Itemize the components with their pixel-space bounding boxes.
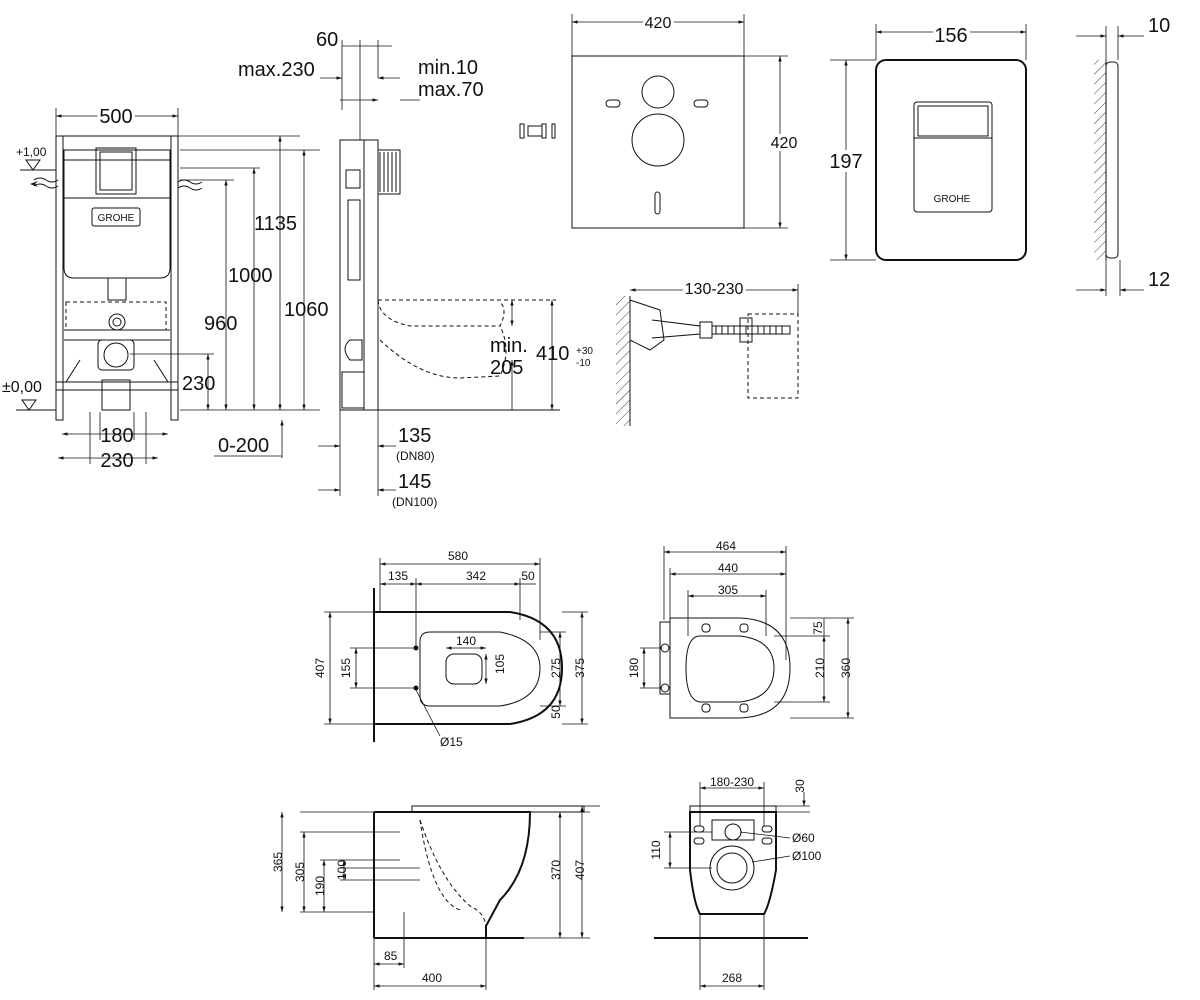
seat-75: 75 [811, 621, 825, 635]
dim-410-tol-up: +30 [576, 346, 593, 357]
plate-depth-top: 10 [1148, 15, 1170, 37]
dim-1000: 1000 [228, 265, 273, 287]
mat-height-halo: 420 [771, 135, 798, 152]
plate-logo: GROHE [934, 194, 971, 205]
dim-dn80: (DN80) [396, 449, 435, 463]
grohe-logo-text: GROHE [98, 213, 135, 224]
bowl-342: 342 [466, 569, 486, 583]
insulation-mat: 420 420 420 420 [519, 12, 800, 229]
bowl-back-30: 30 [793, 779, 807, 793]
dim-500: 500 [99, 106, 132, 128]
bowl-length-580: 580 [448, 549, 468, 563]
bowl-407: 407 [313, 658, 327, 678]
bowl-side-400: 400 [422, 971, 442, 985]
bracket-dim-halo: 130-230 [685, 281, 744, 298]
seat-305: 305 [718, 583, 738, 597]
bowl-side-370: 370 [549, 860, 563, 880]
dim-410-tol-down: -10 [576, 358, 591, 369]
bowl-50b: 50 [549, 705, 563, 719]
seat-top-view: 464 440 305 180 75 210 360 [627, 539, 854, 719]
bowl-side-100: 100 [335, 860, 349, 880]
bowl-135: 135 [388, 569, 408, 583]
dim-180: 180 [100, 425, 133, 447]
seat-440: 440 [718, 561, 738, 575]
dim-205: 205 [490, 357, 523, 379]
bowl-side-407: 407 [573, 860, 587, 880]
bowl-top-view: Ø15 580 135 342 50 140 105 155 407 275 3… [313, 549, 588, 749]
bowl-50: 50 [521, 569, 535, 583]
dim-230-height: 230 [182, 373, 215, 395]
bracket-dim: 130-230 [685, 281, 744, 298]
frame-side-view: 60 max.230 min.10 max.70 min. 205 410 +3… [238, 29, 593, 509]
bowl-back-d60: Ø60 [792, 831, 815, 845]
plate-height: 197 [829, 151, 862, 173]
bowl-side-85: 85 [384, 949, 398, 963]
dim-1060: 1060 [284, 299, 329, 321]
bowl-back-110: 110 [649, 840, 663, 859]
dim-max70: max.70 [418, 79, 484, 101]
dim-230-width: 230 [100, 450, 133, 472]
seat-464: 464 [716, 539, 736, 553]
seat-180: 180 [627, 658, 641, 678]
frame-front-view: GROHE +1,00 ±0,00 500 500 [2, 103, 329, 472]
flush-plate-side: 10 12 [1076, 15, 1170, 296]
bowl-back-d100: Ø100 [792, 849, 822, 863]
wall-bracket: 130-230 130-230 [616, 278, 799, 426]
level-zero-label: ±0,00 [2, 379, 42, 396]
bowl-side-365: 365 [271, 852, 285, 872]
plate-height-halo: 197 [829, 151, 862, 173]
bowl-275: 275 [549, 658, 563, 678]
plate-width: 156 [934, 25, 967, 47]
bowl-140: 140 [456, 634, 476, 648]
dim-min10: min.10 [418, 57, 478, 79]
dim-500-halo: 500 [99, 106, 132, 128]
seat-360: 360 [839, 658, 853, 678]
dim-max230: max.230 [238, 59, 315, 81]
dim-960: 960 [204, 313, 237, 335]
bowl-155: 155 [339, 658, 353, 678]
bowl-side-305: 305 [293, 862, 307, 882]
bowl-375: 375 [573, 658, 587, 678]
bowl-back-180-230: 180-230 [710, 775, 754, 789]
dim-min: min. [490, 335, 528, 357]
seat-210: 210 [813, 658, 827, 678]
dim-135: 135 [398, 425, 431, 447]
dim-60: 60 [316, 29, 338, 51]
mat-width: 420 [645, 15, 672, 32]
flush-plate-front: GROHE 156 156 197 197 [825, 22, 1027, 261]
mat-width-halo: 420 [645, 15, 672, 32]
mat-height: 420 [771, 135, 798, 152]
dim-1135: 1135 [254, 213, 297, 235]
bowl-back-268: 268 [722, 971, 742, 985]
bowl-side-190: 190 [313, 876, 327, 896]
dim-410: 410 [536, 343, 569, 365]
dim-0-200: 0-200 [218, 435, 269, 457]
dim-dn100: (DN100) [392, 495, 437, 509]
level-top-label: +1,00 [16, 145, 47, 159]
dim-145: 145 [398, 471, 431, 493]
plate-width-halo: 156 [934, 25, 967, 47]
bowl-side-view: 365 305 190 100 370 407 85 400 [271, 805, 600, 990]
bowl-105: 105 [493, 654, 507, 674]
plate-depth-bottom: 12 [1148, 269, 1170, 291]
bowl-back-view: 268 180-230 30 Ø60 Ø100 110 [649, 775, 822, 990]
bowl-hole-diameter: Ø15 [440, 735, 463, 749]
